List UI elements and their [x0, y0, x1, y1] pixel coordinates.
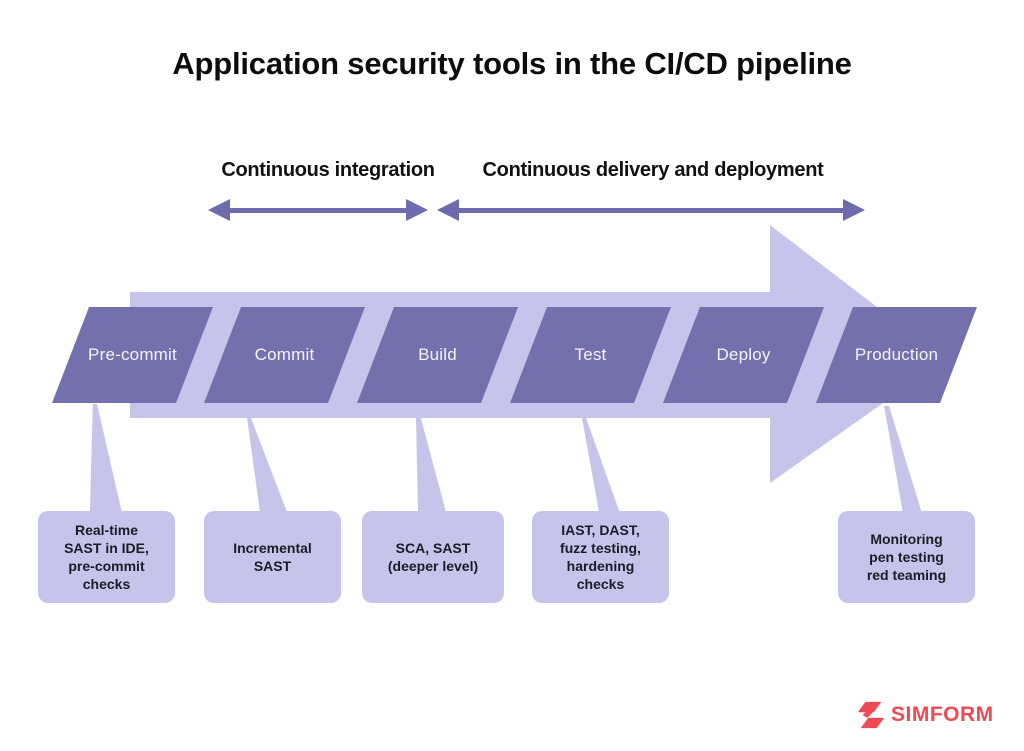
callout-text: Monitoring pen testing red teaming: [866, 530, 947, 584]
callout-pre-commit-tools: Real-time SAST in IDE, pre-commit checks: [38, 511, 175, 603]
arrow-shaft: [453, 208, 849, 213]
callout-text: IAST, DAST, fuzz testing, hardening chec…: [560, 521, 641, 593]
callout-pointer-pre-commit: [89, 404, 122, 512]
simform-wordmark: SIMFORM: [891, 703, 994, 726]
stage-label: Pre-commit: [88, 345, 177, 364]
simform-logo: SIMFORM: [856, 700, 994, 730]
callout-pointer-test: [582, 418, 620, 513]
stage-label: Test: [574, 345, 607, 364]
continuous-delivery-span-arrow: [437, 199, 865, 221]
arrowhead-right-icon: [843, 199, 865, 221]
callout-pointer-commit: [247, 418, 287, 512]
callout-text: Real-time SAST in IDE, pre-commit checks: [64, 521, 149, 593]
stage-label: Production: [854, 345, 939, 364]
arrowhead-right-icon: [406, 199, 428, 221]
callout-production-tools: Monitoring pen testing red teaming: [838, 511, 975, 603]
callout-build-tools: SCA, SAST (deeper level): [362, 511, 504, 603]
continuous-integration-span-arrow: [208, 199, 428, 221]
page-title: Application security tools in the CI/CD …: [172, 46, 852, 81]
callout-test-tools: IAST, DAST, fuzz testing, hardening chec…: [532, 511, 669, 603]
arrowhead-left-icon: [437, 199, 459, 221]
stage-label: Build: [418, 345, 457, 364]
phase-label-continuous-delivery-deployment: Continuous delivery and deployment: [482, 159, 824, 181]
simform-logo-icon: [857, 701, 885, 729]
phase-label-continuous-integration: Continuous integration: [221, 159, 435, 181]
callout-text: SCA, SAST (deeper level): [387, 539, 479, 574]
stage-label: Deploy: [716, 345, 771, 364]
arrowhead-left-icon: [208, 199, 230, 221]
callout-pointer-production: [884, 406, 922, 513]
stage-label: Commit: [254, 345, 315, 364]
callout-pointer-build: [416, 418, 446, 512]
arrow-shaft: [224, 208, 412, 213]
callout-text: Incremental SAST: [233, 539, 312, 574]
callout-commit-tools: Incremental SAST: [204, 511, 341, 603]
